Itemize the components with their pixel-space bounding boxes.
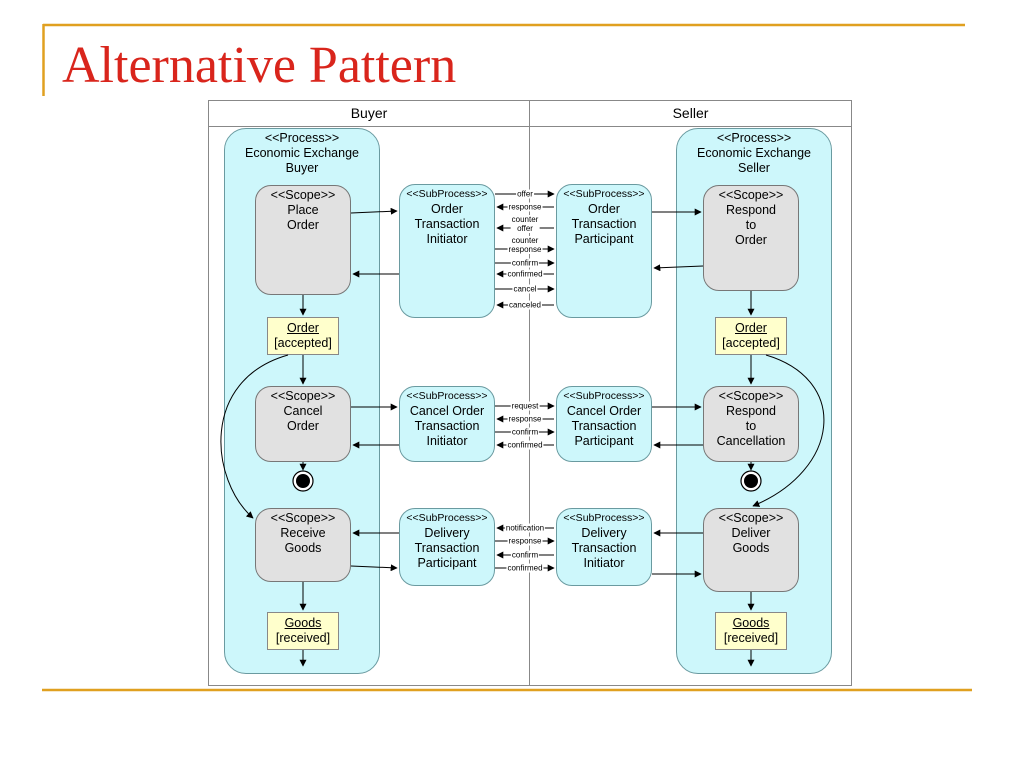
msg-label-canceled: canceled [507,300,543,310]
object-state: [received] [723,631,779,645]
process-name-line: Seller [738,161,770,175]
subprocess-stereotype: <<SubProcess>> [563,188,645,200]
scope-receive-goods[interactable]: <<Scope>> Receive Goods [255,508,351,582]
scope-name-line: Respond [725,203,777,217]
subprocess-name-line: Transaction [571,217,637,231]
subprocess-name-line: Initiator [426,232,468,246]
msg-label-delivery-confirm: confirm [510,550,540,560]
scope-name-line: Goods [284,541,322,555]
subprocess-name-line: Transaction [571,419,637,433]
subprocess-cancel-order-transaction-participant[interactable]: <<SubProcess>> Cancel Order Transaction … [556,386,652,462]
scope-deliver-goods[interactable]: <<Scope>> Deliver Goods [703,508,799,592]
scope-stereotype: <<Scope>> [718,389,784,403]
msg-label-notification: notification [504,523,546,533]
msg-label-cancel: cancel [512,284,538,294]
subprocess-name-line: Delivery [424,526,470,540]
subprocess-order-transaction-initiator[interactable]: <<SubProcess>> Order Transaction Initiat… [399,184,495,318]
msg-label-offer: offer [516,189,534,199]
object-order-accepted-seller: Order [accepted] [715,317,787,355]
slide-title: Alternative Pattern [62,37,457,94]
scope-name-line: Cancellation [716,434,786,448]
msg-label-cancel-response: response [507,414,543,424]
subprocess-stereotype: <<SubProcess>> [563,390,645,402]
subprocess-name-line: Delivery [581,526,627,540]
scope-name-line: Place [287,203,319,217]
subprocess-delivery-transaction-participant[interactable]: <<SubProcess>> Delivery Transaction Part… [399,508,495,586]
msg-label-delivery-confirmed: confirmed [506,563,544,573]
scope-stereotype: <<Scope>> [270,188,336,202]
subprocess-stereotype: <<SubProcess>> [406,512,488,524]
scope-stereotype: <<Scope>> [718,188,784,202]
subprocess-stereotype: <<SubProcess>> [563,512,645,524]
scope-name-line: to [745,218,757,232]
scope-cancel-order[interactable]: <<Scope>> Cancel Order [255,386,351,462]
msg-label-confirmed: confirmed [506,269,544,279]
subprocess-name-line: Transaction [571,541,637,555]
process-label: <<Process>> Economic Exchange Seller [677,131,831,176]
subprocess-stereotype: <<SubProcess>> [406,390,488,402]
scope-name-line: Order [287,218,319,232]
scope-name-line: Order [735,233,767,247]
subprocess-cancel-order-transaction-initiator[interactable]: <<SubProcess>> Cancel Order Transaction … [399,386,495,462]
subprocess-name-line: Participant [574,232,634,246]
msg-label-response: response [507,202,543,212]
object-goods-received-buyer: Goods [received] [267,612,339,650]
subprocess-name-line: Order [588,202,620,216]
object-state: [accepted] [722,336,780,350]
scope-stereotype: <<Scope>> [718,511,784,525]
scope-name-line: Deliver [731,526,771,540]
subprocess-order-transaction-participant[interactable]: <<SubProcess>> Order Transaction Partici… [556,184,652,318]
object-state: [accepted] [274,336,332,350]
lane-header-seller: Seller [530,101,851,127]
scope-name-line: Receive [280,526,326,540]
subprocess-name-line: Order [431,202,463,216]
scope-name-line: Goods [732,541,770,555]
subprocess-name-line: Transaction [414,419,480,433]
subprocess-name-line: Participant [574,434,634,448]
process-stereotype: <<Process>> [264,131,340,145]
object-goods-received-seller: Goods [received] [715,612,787,650]
subprocess-name-line: Cancel Order [409,404,485,418]
scope-name-line: to [745,419,757,433]
scope-stereotype: <<Scope>> [270,511,336,525]
object-name: Goods [284,616,322,630]
msg-label-cancel-confirmed: confirmed [506,440,544,450]
process-label: <<Process>> Economic Exchange Buyer [225,131,379,176]
scope-stereotype: <<Scope>> [270,389,336,403]
msg-label-request: request [510,401,540,411]
object-name: Goods [732,616,770,630]
lane-divider [529,101,530,685]
subprocess-name-line: Transaction [414,217,480,231]
process-name-line: Economic Exchange [245,146,359,160]
subprocess-name-line: Participant [417,556,477,570]
subprocess-name-line: Initiator [583,556,625,570]
process-name-line: Buyer [285,161,319,175]
object-name: Order [735,321,767,335]
subprocess-name-line: Cancel Order [566,404,642,418]
scope-place-order[interactable]: <<Scope>> Place Order [255,185,351,295]
msg-label-delivery-response: response [507,536,543,546]
object-state: [received] [275,631,331,645]
msg-label-cancel-confirm: confirm [510,427,540,437]
scope-name-line: Respond [725,404,777,418]
lane-header-buyer: Buyer [209,101,529,127]
subprocess-stereotype: <<SubProcess>> [406,188,488,200]
subprocess-delivery-transaction-initiator[interactable]: <<SubProcess>> Delivery Transaction Init… [556,508,652,586]
process-name-line: Economic Exchange [697,146,811,160]
msg-label-confirm: confirm [510,258,540,268]
process-stereotype: <<Process>> [716,131,792,145]
scope-name-line: Cancel [283,404,323,418]
subprocess-name-line: Transaction [414,541,480,555]
object-order-accepted-buyer: Order [accepted] [267,317,339,355]
subprocess-name-line: Initiator [426,434,468,448]
scope-respond-to-order[interactable]: <<Scope>> Respond to Order [703,185,799,291]
scope-respond-to-cancellation[interactable]: <<Scope>> Respond to Cancellation [703,386,799,462]
object-name: Order [287,321,319,335]
scope-name-line: Order [287,419,319,433]
